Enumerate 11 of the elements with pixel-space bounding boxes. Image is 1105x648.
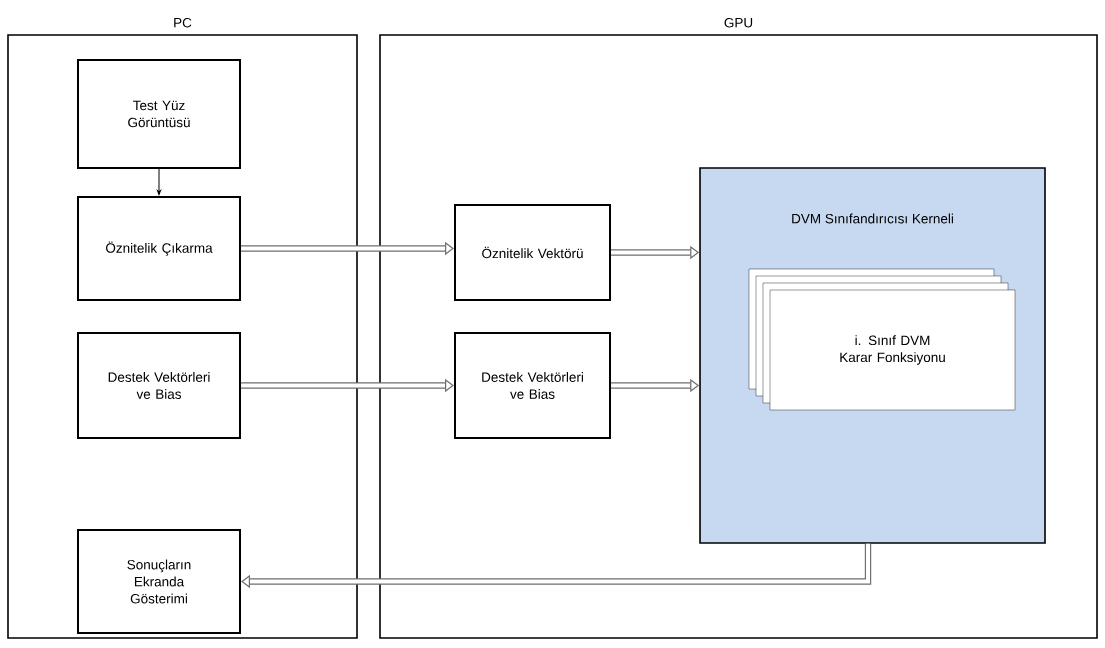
process-box: Sonuçların Ekranda Gösterimi — [77, 529, 241, 634]
arrow — [157, 168, 161, 196]
process-box: Öznitelik Çıkarma — [77, 196, 241, 301]
arrow — [241, 543, 872, 589]
node-label: PC — [174, 17, 192, 28]
node-label: GPU — [724, 17, 753, 28]
process-box: Test Yüz Görüntüsü — [77, 59, 241, 169]
stacked-cards: i. Sınıf DVM Karar Fonksiyonu — [748, 268, 1016, 411]
process-box: Destek Vektörleri ve Bias — [77, 332, 241, 439]
process-box: Destek Vektörleri ve Bias — [454, 332, 611, 439]
process-box: Öznitelik Vektörü — [454, 204, 611, 301]
